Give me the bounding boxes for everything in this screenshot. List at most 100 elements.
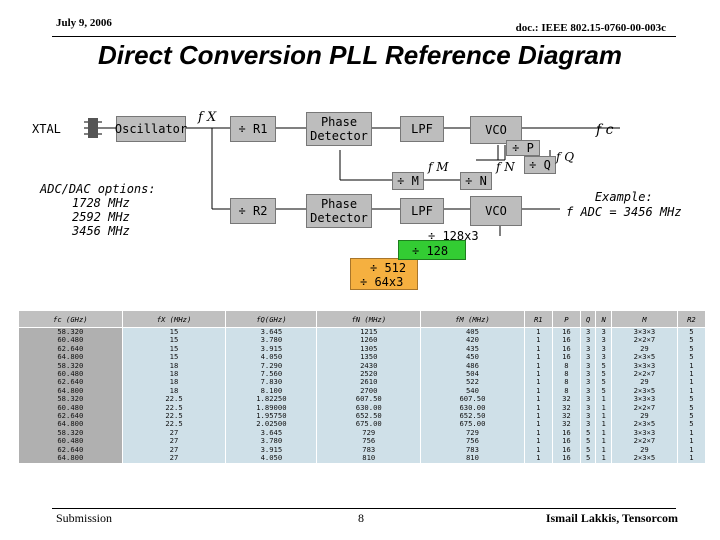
- table-cell: 16: [562, 335, 571, 345]
- table-cell: 1: [601, 453, 606, 463]
- footer-page-number: 8: [358, 511, 364, 525]
- table-cell: 1: [601, 411, 606, 421]
- table-cell: 607.50: [459, 394, 486, 404]
- table-cell: 3×3×3: [633, 327, 656, 336]
- header-doc-id: doc.: IEEE 802.15-0760-00-003c: [515, 22, 666, 34]
- table-cell: 3.645: [260, 427, 283, 437]
- table-cell: 1: [601, 394, 606, 404]
- diagram-connections: [84, 121, 620, 236]
- col-header-n: N: [595, 310, 612, 328]
- table-cell: 60.480: [57, 436, 84, 446]
- table-cell: 652.50: [459, 411, 486, 421]
- col-header-fx: fX (MHz): [121, 310, 227, 328]
- table-cell: 2×3×5: [633, 453, 656, 463]
- table-cell: 16: [562, 343, 571, 353]
- table-cell: 1: [601, 419, 606, 429]
- col-header-r1: R1: [523, 310, 553, 328]
- table-cell: 504: [465, 369, 479, 379]
- table-cell: 3: [601, 352, 606, 362]
- table-cell: 62.640: [57, 444, 84, 454]
- table-cell: 5: [689, 352, 694, 362]
- div-128-label: ÷ 128: [412, 244, 449, 258]
- table-cell: 1: [536, 385, 541, 395]
- table-cell: 783: [362, 444, 376, 454]
- table-cell: 1260: [360, 335, 378, 345]
- m-divider-block: ÷ M: [392, 172, 424, 190]
- col-header-fq: fQ(GHz): [225, 310, 318, 328]
- table-cell: 5: [586, 444, 591, 454]
- fn-label: f N: [496, 160, 515, 174]
- fm-label: f M: [428, 160, 449, 174]
- table-cell: 15: [169, 335, 179, 345]
- table-cell: 3.780: [260, 335, 283, 345]
- table-cell: 29: [640, 377, 649, 387]
- table-cell: 64.800: [57, 352, 84, 362]
- table-cell: 1: [689, 369, 694, 379]
- table-cell: 7.560: [260, 369, 283, 379]
- fq-label: f Q: [556, 150, 575, 164]
- table-cell: 2×3×5: [633, 419, 656, 429]
- phase-detector-1-block: Phase Detector: [306, 112, 372, 146]
- table-cell: 607.50: [355, 394, 382, 404]
- table-cell: 3.915: [260, 343, 283, 353]
- table-cell: 3.915: [260, 444, 283, 454]
- table-cell: 540: [465, 385, 479, 395]
- table-cell: 29: [640, 444, 649, 454]
- table-cell: 1: [536, 335, 541, 345]
- div-64x3-label: ÷ 64x3: [360, 275, 404, 289]
- table-header-row: fc (GHz) fX (MHz) fQ(GHz) fN (MHz) fM (M…: [18, 310, 707, 328]
- table-cell: 5: [689, 411, 694, 421]
- table-cell: 3: [586, 419, 591, 429]
- crystal-symbol: [88, 118, 98, 138]
- table-cell: 15: [169, 327, 179, 336]
- table-cell: 8: [564, 369, 569, 379]
- table-cell: 1: [536, 360, 541, 370]
- table-cell: 1: [689, 444, 694, 454]
- table-cell: 3: [601, 343, 606, 353]
- table-cell: 1: [536, 436, 541, 446]
- table-cell: 32: [562, 394, 571, 404]
- table-cell: 3.780: [260, 436, 283, 446]
- table-cell: 60.480: [57, 369, 84, 379]
- table-cell: 4.050: [260, 352, 283, 362]
- div-512-label: ÷ 512: [370, 261, 407, 275]
- header-date: July 9, 2006: [56, 17, 112, 29]
- table-cell: 32: [562, 419, 571, 429]
- table-cell: 1: [536, 377, 541, 387]
- table-cell: 2×3×5: [633, 385, 656, 395]
- table-cell: 1: [601, 436, 606, 446]
- table-cell: 15: [169, 352, 179, 362]
- table-cell: 15: [169, 343, 179, 353]
- table-cell: 3: [586, 335, 591, 345]
- adc-options: ADC/DAC options: 1728 MHz 2592 MHz 3456 …: [40, 182, 156, 238]
- xtal-label: XTAL: [32, 122, 61, 136]
- table-cell: 2.02500: [256, 419, 287, 429]
- table-cell: 18: [169, 385, 179, 395]
- table-cell: 3: [586, 327, 591, 336]
- table-cell: 1: [536, 352, 541, 362]
- table-cell: 486: [465, 360, 479, 370]
- table-cell: 630.00: [459, 402, 486, 412]
- table-cell: 1: [601, 402, 606, 412]
- table-cell: 4.050: [260, 453, 283, 463]
- table-cell: 675.00: [459, 419, 486, 429]
- table-cell: 3×3×3: [633, 394, 656, 404]
- r2-divider-block: ÷ R2: [230, 198, 276, 224]
- table-cell: 3: [586, 411, 591, 421]
- table-cell: 1: [601, 444, 606, 454]
- table-cell: 16: [562, 352, 571, 362]
- table-cell: 5: [586, 453, 591, 463]
- table-cell: 1: [536, 369, 541, 379]
- table-cell: 5: [689, 402, 694, 412]
- vco-1-block: VCO: [470, 116, 522, 144]
- table-cell: 1: [536, 419, 541, 429]
- col-header-r2: R2: [676, 310, 707, 328]
- table-cell: 8.100: [260, 385, 283, 395]
- table-cell: 1.95750: [256, 411, 287, 421]
